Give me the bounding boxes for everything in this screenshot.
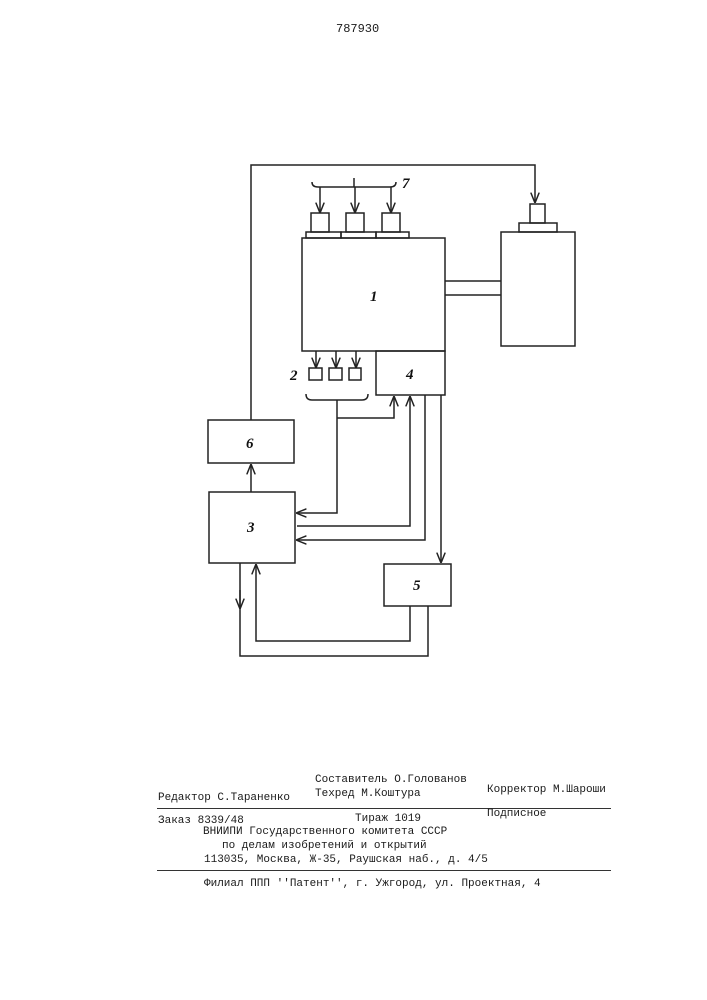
right-device-connector: [519, 223, 557, 232]
tech-editor: Техред М.Коштура: [315, 788, 421, 800]
org-line-2: по делам изобретений и открытий: [222, 840, 427, 852]
label-block-1: 1: [370, 289, 378, 305]
label-block-4: 4: [405, 367, 414, 383]
label-block-7: 7: [402, 176, 410, 192]
output-element-2c: [349, 368, 361, 380]
label-block-6: 6: [246, 436, 254, 452]
label-block-3: 3: [246, 520, 255, 536]
subscription: Подписное: [487, 808, 546, 820]
circulation: Тираж 1019: [355, 813, 421, 825]
right-device: [501, 232, 575, 346]
corrector: Корректор М.Шароши: [487, 784, 606, 796]
editor: Редактор С.Тараненко: [158, 792, 290, 804]
org-line-1: ВНИИПИ Государственного комитета СССР: [203, 826, 447, 838]
brace-2: [306, 394, 368, 400]
branch: Филиал ППП ''Патент'', г. Ужгород, ул. П…: [204, 878, 541, 890]
colophon-divider-bottom: [157, 870, 611, 871]
sensor-group-7: [306, 213, 409, 238]
address: 113035, Москва, Ж-35, Раушская наб., д. …: [204, 854, 488, 866]
output-element-2b: [329, 368, 342, 380]
label-block-2: 2: [289, 368, 298, 384]
right-device-sensor: [530, 204, 545, 223]
label-block-5: 5: [413, 578, 421, 594]
compiler: Составитель О.Голованов: [315, 774, 467, 786]
output-element-2a: [309, 368, 322, 380]
